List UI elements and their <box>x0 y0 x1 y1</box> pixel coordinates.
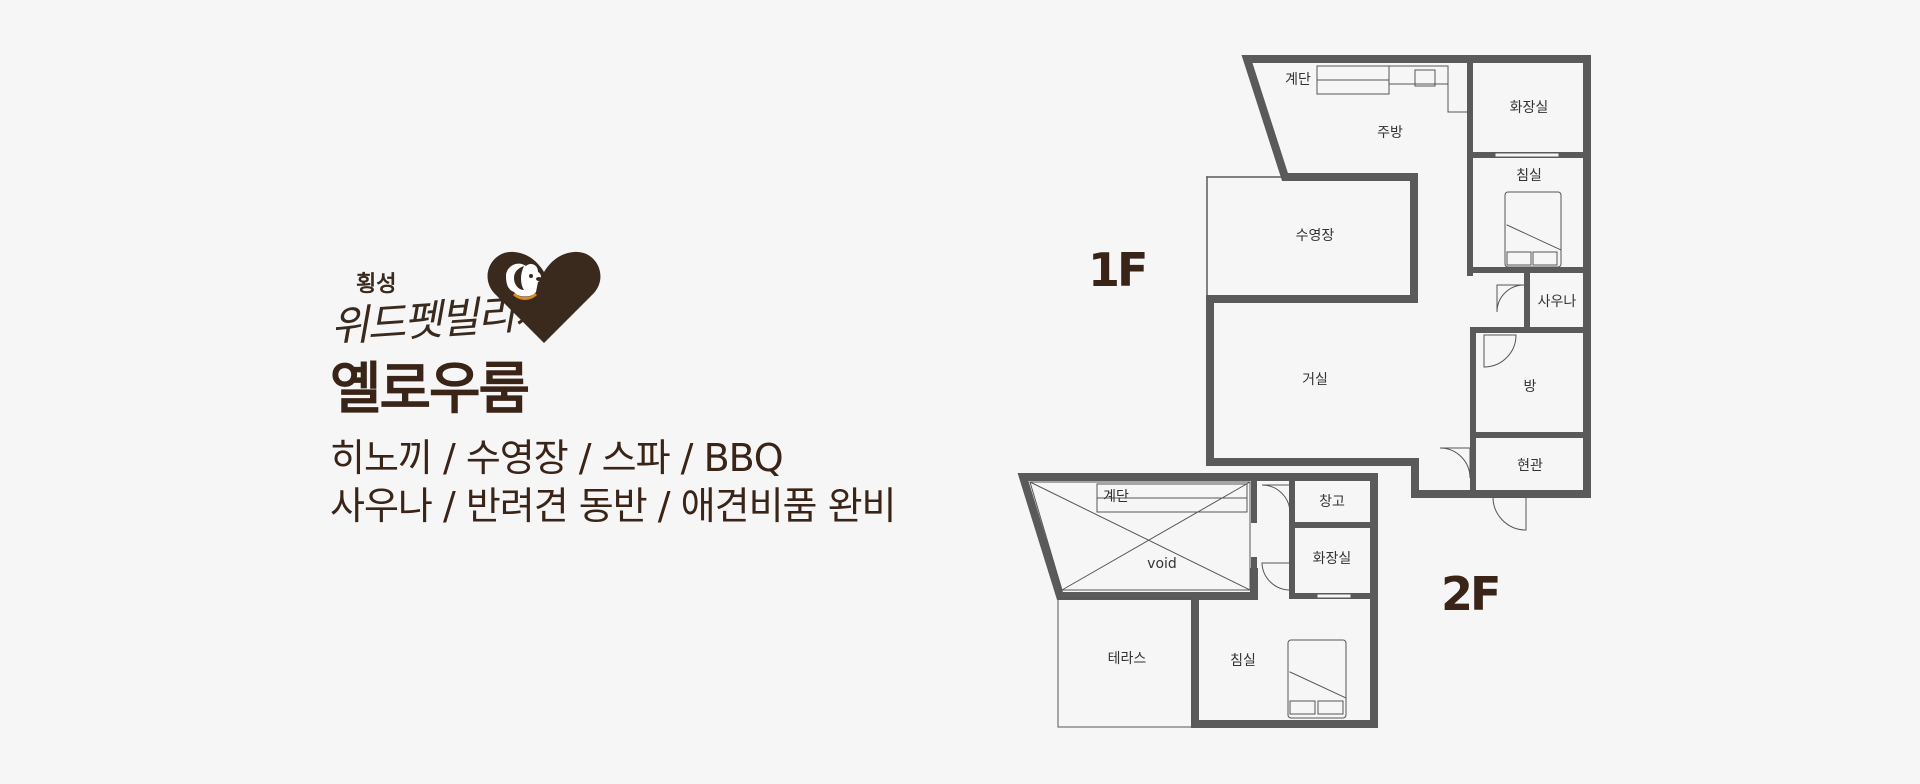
room-label-storage: 창고 <box>1319 494 1345 510</box>
room-label-room: 방 <box>1524 379 1537 395</box>
room-label-bathroom-1f: 화장실 <box>1510 100 1549 116</box>
room-label-bedroom-1f: 침실 <box>1516 168 1542 184</box>
room-label-bathroom-2f: 화장실 <box>1313 551 1352 567</box>
feature-line-2: 사우나 / 반려견 동반 / 애견비품 완비 <box>330 484 897 528</box>
floor-2-fixtures <box>1029 481 1351 728</box>
room-label-kitchen: 주방 <box>1377 125 1403 141</box>
floor-2-walls <box>1017 473 1378 728</box>
floor-label-1f: 1F <box>1088 243 1145 297</box>
branding-panel: 횡성 위드펫빌리지 옐로우룸 히노끼 / 수영장 / 스파 / BBQ 사우나 … <box>329 246 897 530</box>
logo-region: 횡성 <box>356 272 397 297</box>
feature-line-1: 히노끼 / 수영장 / 스파 / BBQ <box>330 436 784 480</box>
room-label-sauna: 사우나 <box>1538 294 1577 310</box>
room-label-living: 거실 <box>1302 372 1328 388</box>
room-label-void: void <box>1147 556 1177 572</box>
heart-dog-icon <box>487 251 601 343</box>
room-label-pool: 수영장 <box>1296 228 1335 244</box>
room-label-stairs-2f: 계단 <box>1103 489 1129 505</box>
logo: 횡성 위드펫빌리지 <box>329 246 620 352</box>
floor-1-fixtures <box>1316 65 1562 531</box>
room-title: 옐로우룸 <box>330 357 530 422</box>
floor-label-2f: 2F <box>1441 567 1498 621</box>
room-label-entrance: 현관 <box>1517 458 1543 474</box>
room-label-terrace: 테라스 <box>1108 651 1147 667</box>
room-label-bedroom-2f: 침실 <box>1230 653 1256 669</box>
room-label-stairs-1f: 계단 <box>1285 72 1311 88</box>
